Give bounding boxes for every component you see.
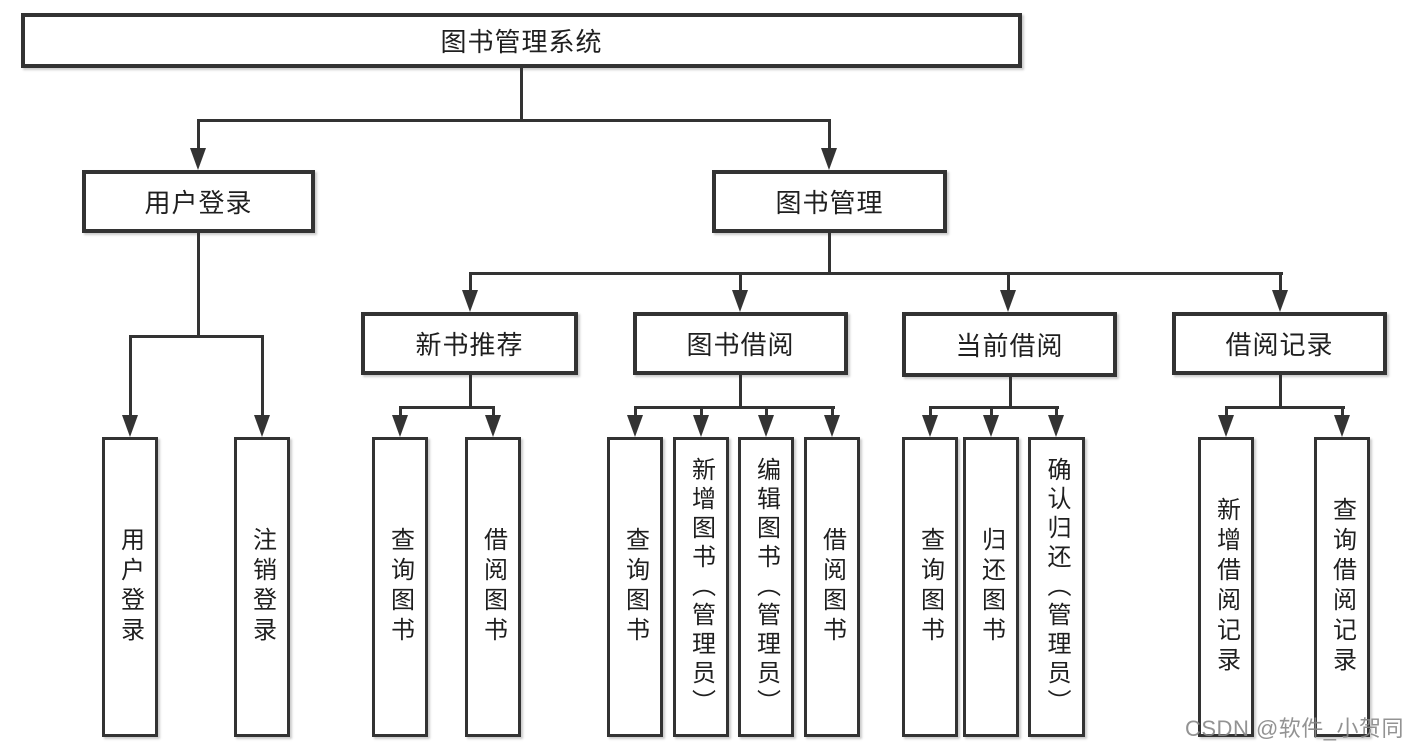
leaf-logout-label: 注销登录 [248, 527, 276, 647]
leaf-current-return-books: 归还图书 [963, 437, 1019, 737]
leaf-borrow-add-books-admin: 新增图书（管理员） [673, 437, 729, 737]
node-system-root: 图书管理系统 [21, 13, 1022, 68]
arrow-down-icon [122, 415, 138, 437]
leaf-borrow-query-books: 查询图书 [607, 437, 663, 737]
connector-current-bar [929, 406, 1059, 409]
connector-records-trunk [1279, 375, 1282, 408]
connector-drop-recommend-query [399, 406, 402, 417]
arrow-down-icon [1334, 415, 1350, 437]
csdn-watermark: CSDN @软件_小贺同学 [1185, 716, 1405, 741]
node-new-book-recommend: 新书推荐 [361, 312, 578, 375]
connector-drop-new-book-recommend [469, 272, 472, 292]
arrow-down-icon [627, 415, 643, 437]
connector-drop-current-confirm [1055, 406, 1058, 417]
connector-drop-recommend-borrow [492, 406, 495, 417]
leaf-borrow-edit-books-admin-label: 编辑图书（管理员） [752, 456, 780, 718]
leaf-user-login: 用户登录 [102, 437, 158, 737]
arrow-down-icon [824, 415, 840, 437]
connector-recommend-trunk [469, 375, 472, 408]
connector-user-login-bar [129, 335, 264, 338]
leaf-user-login-label: 用户登录 [116, 527, 144, 647]
leaf-records-add-record: 新增借阅记录 [1198, 437, 1254, 737]
leaf-current-confirm-return-admin: 确认归还（管理员） [1028, 437, 1085, 737]
connector-drop-leaf-logout [261, 335, 264, 417]
arrow-down-icon [1000, 290, 1016, 312]
node-book-management-label: 图书管理 [775, 188, 884, 218]
leaf-recommend-query-books: 查询图书 [372, 437, 428, 737]
connector-drop-borrow-query [634, 406, 637, 417]
node-system-root-label: 图书管理系统 [440, 27, 603, 57]
arrow-down-icon [1218, 415, 1234, 437]
leaf-records-add-record-label: 新增借阅记录 [1212, 497, 1240, 677]
arrow-down-icon [758, 415, 774, 437]
node-book-borrow-label: 图书借阅 [686, 330, 795, 360]
arrow-down-icon [190, 148, 206, 170]
connector-drop-borrow-add [700, 406, 703, 417]
leaf-recommend-borrow-books-label: 借阅图书 [479, 527, 507, 647]
connector-drop-book-borrow [739, 272, 742, 292]
leaf-recommend-query-books-label: 查询图书 [386, 527, 414, 647]
leaf-borrow-borrow-books: 借阅图书 [804, 437, 860, 737]
leaf-current-query-books: 查询图书 [902, 437, 958, 737]
leaf-borrow-borrow-books-label: 借阅图书 [818, 527, 846, 647]
connector-drop-current-return [990, 406, 993, 417]
connector-drop-borrow-edit [765, 406, 768, 417]
arrow-down-icon [485, 415, 501, 437]
leaf-current-confirm-return-admin-label: 确认归还（管理员） [1043, 456, 1070, 718]
arrow-down-icon [983, 415, 999, 437]
node-book-borrow: 图书借阅 [633, 312, 848, 375]
arrow-down-icon [1272, 290, 1288, 312]
node-user-login-label: 用户登录 [144, 188, 253, 218]
connector-records-bar [1225, 406, 1345, 409]
leaf-logout: 注销登录 [234, 437, 290, 737]
connector-user-login-trunk [197, 233, 200, 337]
node-borrow-records-label: 借阅记录 [1225, 330, 1334, 360]
connector-drop-user-login [197, 119, 200, 150]
node-current-borrow-label: 当前借阅 [955, 331, 1064, 361]
connector-root-bar [197, 119, 831, 122]
connector-current-trunk [1009, 377, 1012, 408]
connector-drop-borrow-borrow [831, 406, 834, 417]
arrow-down-icon [392, 415, 408, 437]
connector-borrow-bar [634, 406, 835, 409]
connector-drop-current-query [929, 406, 932, 417]
node-user-login: 用户登录 [82, 170, 315, 233]
leaf-current-query-books-label: 查询图书 [916, 527, 944, 647]
connector-book-management-bar [469, 272, 1283, 275]
arrow-down-icon [1048, 415, 1064, 437]
node-new-book-recommend-label: 新书推荐 [415, 330, 524, 360]
arrow-down-icon [922, 415, 938, 437]
arrow-down-icon [693, 415, 709, 437]
arrow-down-icon [254, 415, 270, 437]
leaf-borrow-query-books-label: 查询图书 [621, 527, 649, 647]
node-current-borrow: 当前借阅 [902, 312, 1117, 377]
leaf-records-query-record-label: 查询借阅记录 [1328, 497, 1356, 677]
arrow-down-icon [462, 290, 478, 312]
connector-drop-records-query [1341, 406, 1344, 417]
connector-drop-current-borrow [1007, 272, 1010, 292]
leaf-recommend-borrow-books: 借阅图书 [465, 437, 521, 737]
connector-drop-leaf-user-login [129, 335, 132, 417]
connector-recommend-bar [399, 406, 495, 409]
connector-drop-records-add [1225, 406, 1228, 417]
connector-drop-borrow-records [1279, 272, 1282, 292]
connector-drop-book-management [828, 119, 831, 150]
node-borrow-records: 借阅记录 [1172, 312, 1387, 375]
connector-book-management-trunk [828, 233, 831, 274]
leaf-records-query-record: 查询借阅记录 [1314, 437, 1370, 737]
node-book-management: 图书管理 [712, 170, 947, 233]
arrow-down-icon [732, 290, 748, 312]
leaf-borrow-edit-books-admin: 编辑图书（管理员） [738, 437, 794, 737]
leaf-current-return-books-label: 归还图书 [977, 527, 1005, 647]
connector-root-trunk [520, 68, 523, 121]
connector-borrow-trunk [739, 375, 742, 408]
arrow-down-icon [821, 148, 837, 170]
leaf-borrow-add-books-admin-label: 新增图书（管理员） [687, 456, 715, 718]
